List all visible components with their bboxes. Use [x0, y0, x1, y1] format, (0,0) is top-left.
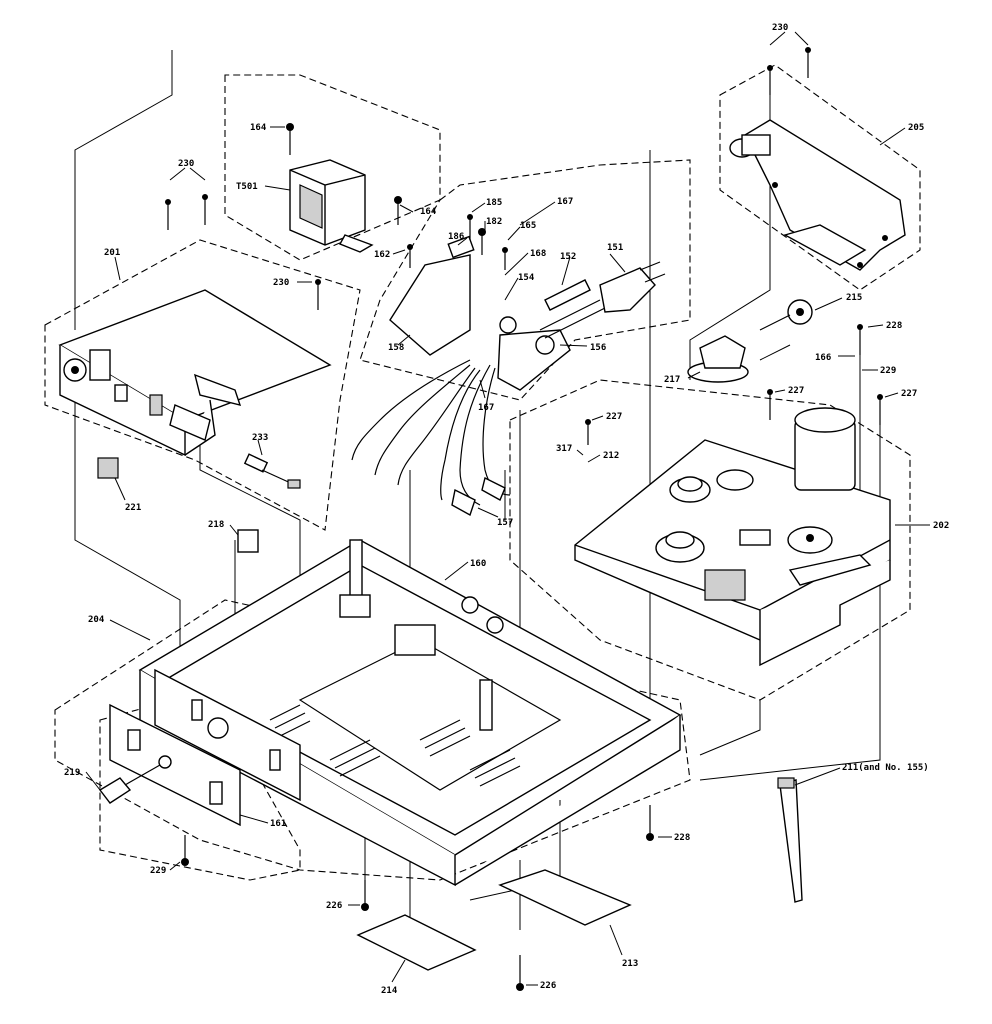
label-164-mid: 164 — [420, 207, 437, 217]
label-211: 211(and No. 155) — [842, 763, 929, 773]
label-215: 215 — [846, 293, 862, 303]
label-t501: T501 — [236, 182, 258, 192]
label-154: 154 — [518, 273, 535, 283]
label-218: 218 — [208, 520, 224, 530]
knob-217 — [687, 335, 749, 383]
cable-tie-211 — [777, 777, 803, 903]
label-226-left: 226 — [326, 901, 342, 911]
deck-201 — [58, 289, 332, 457]
label-228-bottom: 228 — [674, 833, 690, 843]
label-233: 233 — [252, 433, 268, 443]
knob-219 — [98, 764, 161, 804]
gear-215 — [759, 299, 813, 331]
assembly-outlines — [44, 64, 921, 881]
label-202: 202 — [933, 521, 949, 531]
bracket-205 — [729, 119, 906, 271]
label-164-top: 164 — [250, 123, 267, 133]
label-204: 204 — [88, 615, 105, 625]
label-213: 213 — [622, 959, 638, 969]
part-233 — [243, 453, 301, 489]
label-229-bottom: 229 — [150, 866, 166, 876]
label-230-mid: 230 — [273, 278, 289, 288]
label-168: 168 — [530, 249, 546, 259]
front-panel-161 — [109, 668, 301, 827]
outline-power-cord — [359, 159, 691, 401]
label-201: 201 — [104, 248, 120, 258]
label-227-mid: 227 — [788, 386, 804, 396]
label-167-top: 167 — [557, 197, 573, 207]
pad-214 — [356, 914, 477, 971]
label-226-bottom: 226 — [540, 981, 556, 991]
label-152: 152 — [560, 252, 576, 262]
label-230-top: 230 — [772, 23, 788, 33]
pad-213 — [498, 869, 632, 926]
label-229-top: 229 — [880, 366, 896, 376]
label-205: 205 — [908, 123, 924, 133]
label-230-left: 230 — [178, 159, 194, 169]
wire-harness — [351, 359, 511, 517]
label-212: 212 — [603, 451, 619, 461]
label-186: 186 — [448, 232, 464, 242]
label-151: 151 — [607, 243, 623, 253]
label-221: 221 — [125, 503, 141, 513]
label-214: 214 — [381, 986, 398, 996]
label-185: 185 — [486, 198, 502, 208]
label-227-right: 227 — [901, 389, 917, 399]
label-227-left: 227 — [606, 412, 622, 422]
screws — [165, 47, 883, 991]
outline-201 — [44, 239, 361, 531]
label-219: 219 — [64, 768, 80, 778]
label-167-bottom: 167 — [478, 403, 494, 413]
outline-202 — [509, 379, 911, 701]
power-board-158 — [389, 235, 571, 391]
label-182: 182 — [486, 217, 502, 227]
label-228-top: 228 — [886, 321, 902, 331]
transformer-t501 — [289, 159, 374, 253]
label-158: 158 — [388, 343, 404, 353]
callout-labels: 230 205 164 164 T501 185 167 182 165 186… — [64, 23, 949, 996]
label-165: 165 — [520, 221, 536, 231]
part-218 — [237, 529, 259, 553]
label-160: 160 — [470, 559, 486, 569]
label-157: 157 — [497, 518, 513, 528]
part-221 — [97, 457, 119, 479]
label-166: 166 — [815, 353, 831, 363]
label-217: 217 — [664, 375, 680, 385]
outline-205 — [719, 64, 921, 291]
vent-slots — [269, 704, 521, 787]
label-162: 162 — [374, 250, 390, 260]
label-161: 161 — [270, 819, 286, 829]
label-156: 156 — [590, 343, 606, 353]
deck-mechanism-202 — [574, 407, 891, 667]
power-cord-151 — [539, 261, 666, 339]
callout-leaders — [85, 31, 930, 986]
label-317: 317 — [556, 444, 572, 454]
